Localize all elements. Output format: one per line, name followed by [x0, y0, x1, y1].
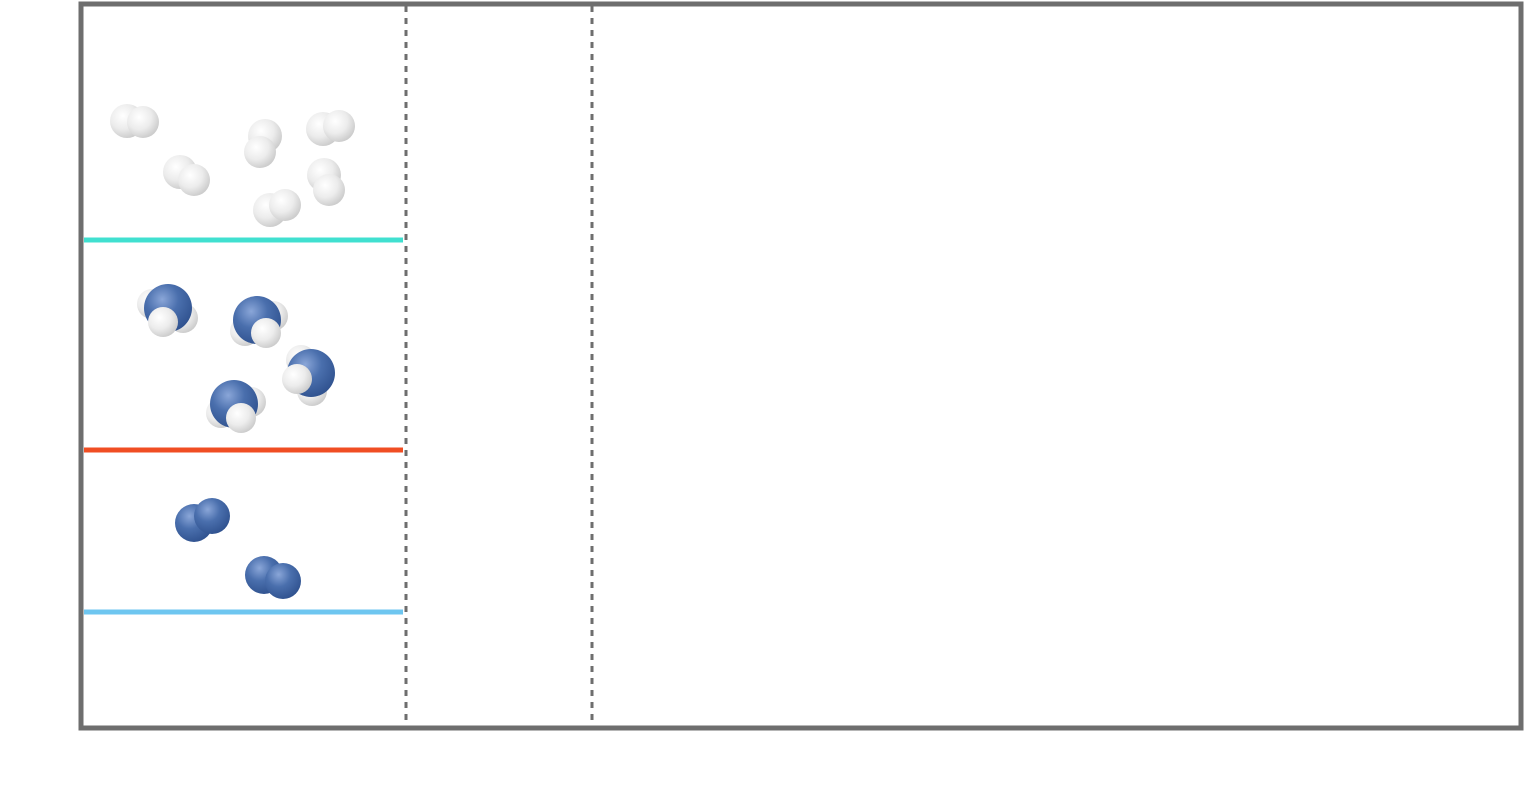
ammonia-molecule-icon — [230, 296, 288, 348]
hydrogen-molecule-icon — [163, 155, 210, 196]
hydrogen-molecule-icon — [306, 110, 355, 146]
ammonia-molecule-icon — [282, 345, 335, 406]
hydrogen-molecule-icon — [253, 189, 301, 227]
ammonia-molecule-icon — [206, 380, 266, 433]
nitrogen-molecule-icon — [175, 498, 230, 542]
hydrogen-molecule-icon — [110, 104, 159, 138]
hydrogen-molecule-icon — [307, 158, 345, 206]
nitrogen-molecule-icon — [245, 556, 301, 599]
ammonia-molecule-icon — [137, 284, 198, 337]
hydrogen-molecule-icon — [244, 119, 282, 168]
